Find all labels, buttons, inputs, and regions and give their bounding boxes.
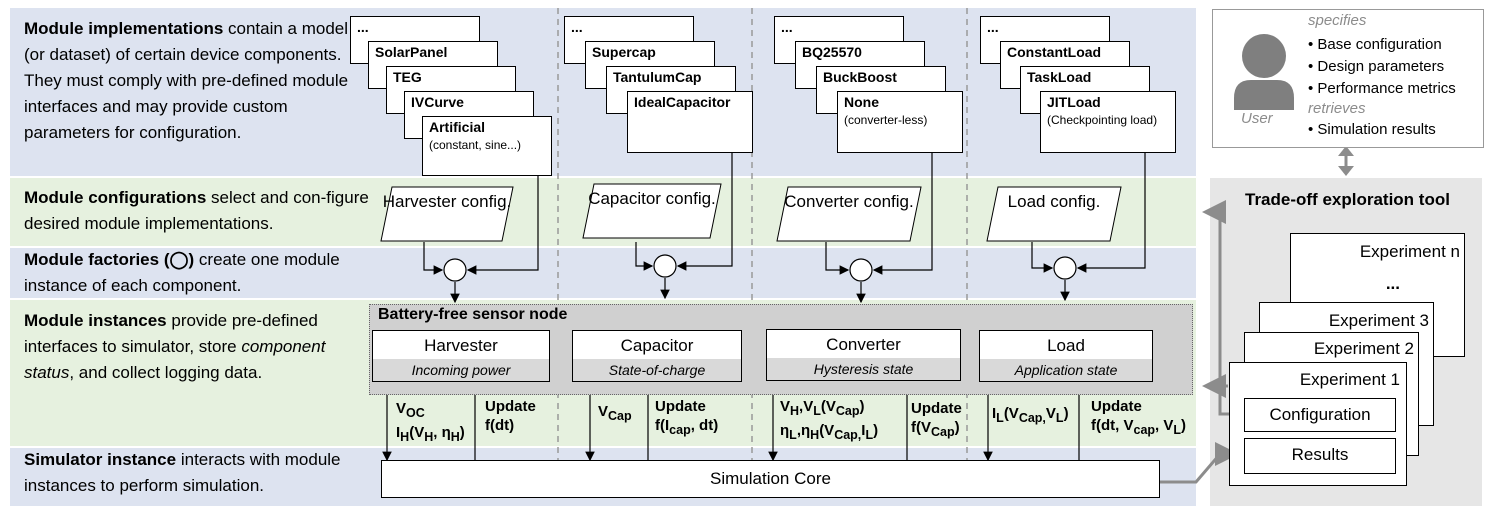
text-simulator: Simulator instance interacts with module… — [24, 450, 341, 495]
text-factories: Module factories (◯) create one module i… — [24, 250, 340, 295]
configuration-box: Configuration — [1244, 398, 1396, 432]
spec-items: • Base configuration• Design parameters•… — [1308, 36, 1456, 97]
text-configurations: Module configurations select and con-fig… — [24, 188, 369, 233]
signal-capacitor-down: VCap — [598, 403, 632, 423]
converter-config: Converter config. — [776, 186, 922, 242]
user-label: User — [1241, 110, 1273, 127]
impl-card-1-3: IdealCapacitor — [627, 91, 753, 153]
retrieve-items: • Simulation results — [1308, 121, 1436, 138]
retrieves-label: retrieves — [1308, 100, 1366, 117]
simulation-core: Simulation Core — [381, 460, 1160, 498]
load-config: Load config. — [986, 186, 1122, 242]
sensor-node-title: Battery-free sensor node — [378, 306, 568, 323]
text-instances: Module instances provide pre-defined int… — [24, 311, 326, 382]
impl-card-0-4: Artificial(constant, sine...) — [422, 116, 552, 176]
user-box: User specifies • Base configuration• Des… — [1212, 9, 1484, 148]
signal-load-down: IL(VCap,VL) — [992, 405, 1069, 425]
text-implementations: Module implementations contain a model (… — [24, 19, 349, 142]
user-icon — [1234, 34, 1294, 110]
impl-card-2-3: None(converter-less) — [837, 91, 963, 153]
band-factories — [10, 248, 1196, 298]
capacitor-config: Capacitor config. — [582, 183, 722, 239]
results-box: Results — [1244, 438, 1396, 474]
tool-title: Trade-off exploration tool — [1245, 190, 1450, 209]
impl-card-3-3: JITLoad(Checkpointing load) — [1040, 91, 1176, 153]
signal-converter-down: VH,VL(VCap)ηL,ηH(VCap,IL) — [780, 398, 879, 442]
specifies-label: specifies — [1308, 12, 1367, 29]
harvester-config: Harvester config. — [380, 186, 514, 242]
